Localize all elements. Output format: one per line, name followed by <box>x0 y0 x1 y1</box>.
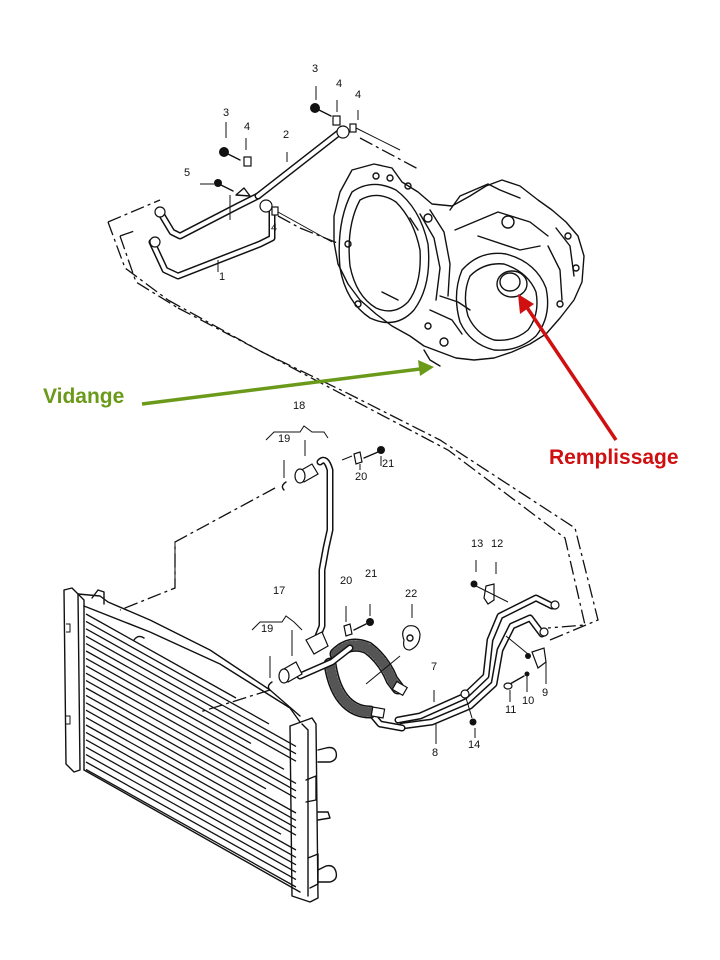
part-label-20: 20 <box>340 575 352 587</box>
part-label-19: 19 <box>278 433 290 445</box>
part-label-3: 3 <box>312 63 318 75</box>
radiator-fins <box>85 613 297 888</box>
part-label-19: 19 <box>261 623 273 635</box>
oil-cooler-pipes-lower <box>366 560 560 744</box>
radiator <box>63 587 338 903</box>
part-label-4: 4 <box>336 78 342 90</box>
gearbox-housing <box>333 163 585 367</box>
radiator-fin <box>85 643 297 762</box>
part-label-2: 2 <box>283 129 289 141</box>
radiator-fin <box>85 680 297 799</box>
fill-label: Remplissage <box>549 446 679 469</box>
part-label-1: 1 <box>219 271 225 283</box>
radiator-fin <box>85 717 297 836</box>
part-label-7: 7 <box>431 661 437 673</box>
radiator-fin <box>85 650 252 744</box>
bolt-icon <box>219 147 241 161</box>
radiator-fin <box>85 702 297 821</box>
radiator-fin <box>85 724 282 835</box>
part-label-4: 4 <box>244 121 250 133</box>
part-label-5: 5 <box>184 167 190 179</box>
radiator-fin <box>85 620 270 725</box>
part-label-20: 20 <box>355 471 367 483</box>
radiator-fin <box>85 739 297 858</box>
part-label-13: 13 <box>471 538 483 550</box>
return-pipe <box>251 425 385 691</box>
part-labels: 1 2 3 3 4 4 4 4 5 7 8 9 10 11 12 13 14 1… <box>184 63 548 759</box>
radiator-fin <box>85 687 267 790</box>
part-label-11: 11 <box>505 704 516 716</box>
part-label-9: 9 <box>542 687 548 699</box>
part-label-4: 4 <box>355 89 361 101</box>
radiator-fin <box>85 709 297 829</box>
part-label-3: 3 <box>223 107 229 119</box>
drain-label: Vidange <box>43 385 124 408</box>
part-label-21: 21 <box>365 568 377 580</box>
radiator-fin <box>85 746 297 866</box>
oil-cooler-pipes-upper <box>148 86 401 280</box>
part-label-8: 8 <box>432 747 438 759</box>
radiator-fin <box>85 657 285 770</box>
radiator-fin <box>85 635 297 755</box>
arrow-head-icon <box>518 294 534 314</box>
part-label-10: 10 <box>522 695 534 707</box>
radiator-fin <box>85 628 297 747</box>
flexible-hose <box>323 604 421 719</box>
bolt-icon <box>310 103 332 117</box>
radiator-fin <box>85 768 297 888</box>
part-label-14: 14 <box>468 739 480 751</box>
drain-annotation: Vidange <box>43 360 434 408</box>
part-label-12: 12 <box>491 538 503 550</box>
radiator-fin <box>85 761 297 881</box>
radiator-fin <box>85 731 297 851</box>
connection-lines <box>107 137 599 713</box>
part-label-21: 21 <box>382 458 394 470</box>
radiator-fin <box>85 754 297 873</box>
fill-annotation: Remplissage <box>518 294 679 469</box>
part-label-22: 22 <box>405 588 417 600</box>
radiator-fin <box>85 672 297 792</box>
bolt-icon <box>214 179 234 192</box>
radiator-fin <box>85 613 237 699</box>
part-label-4: 4 <box>271 222 277 234</box>
part-label-18: 18 <box>293 400 305 412</box>
radiator-fin <box>85 665 297 784</box>
radiator-fin <box>85 694 297 814</box>
part-label-17: 17 <box>273 585 285 597</box>
arrow-head-icon <box>418 360 434 376</box>
